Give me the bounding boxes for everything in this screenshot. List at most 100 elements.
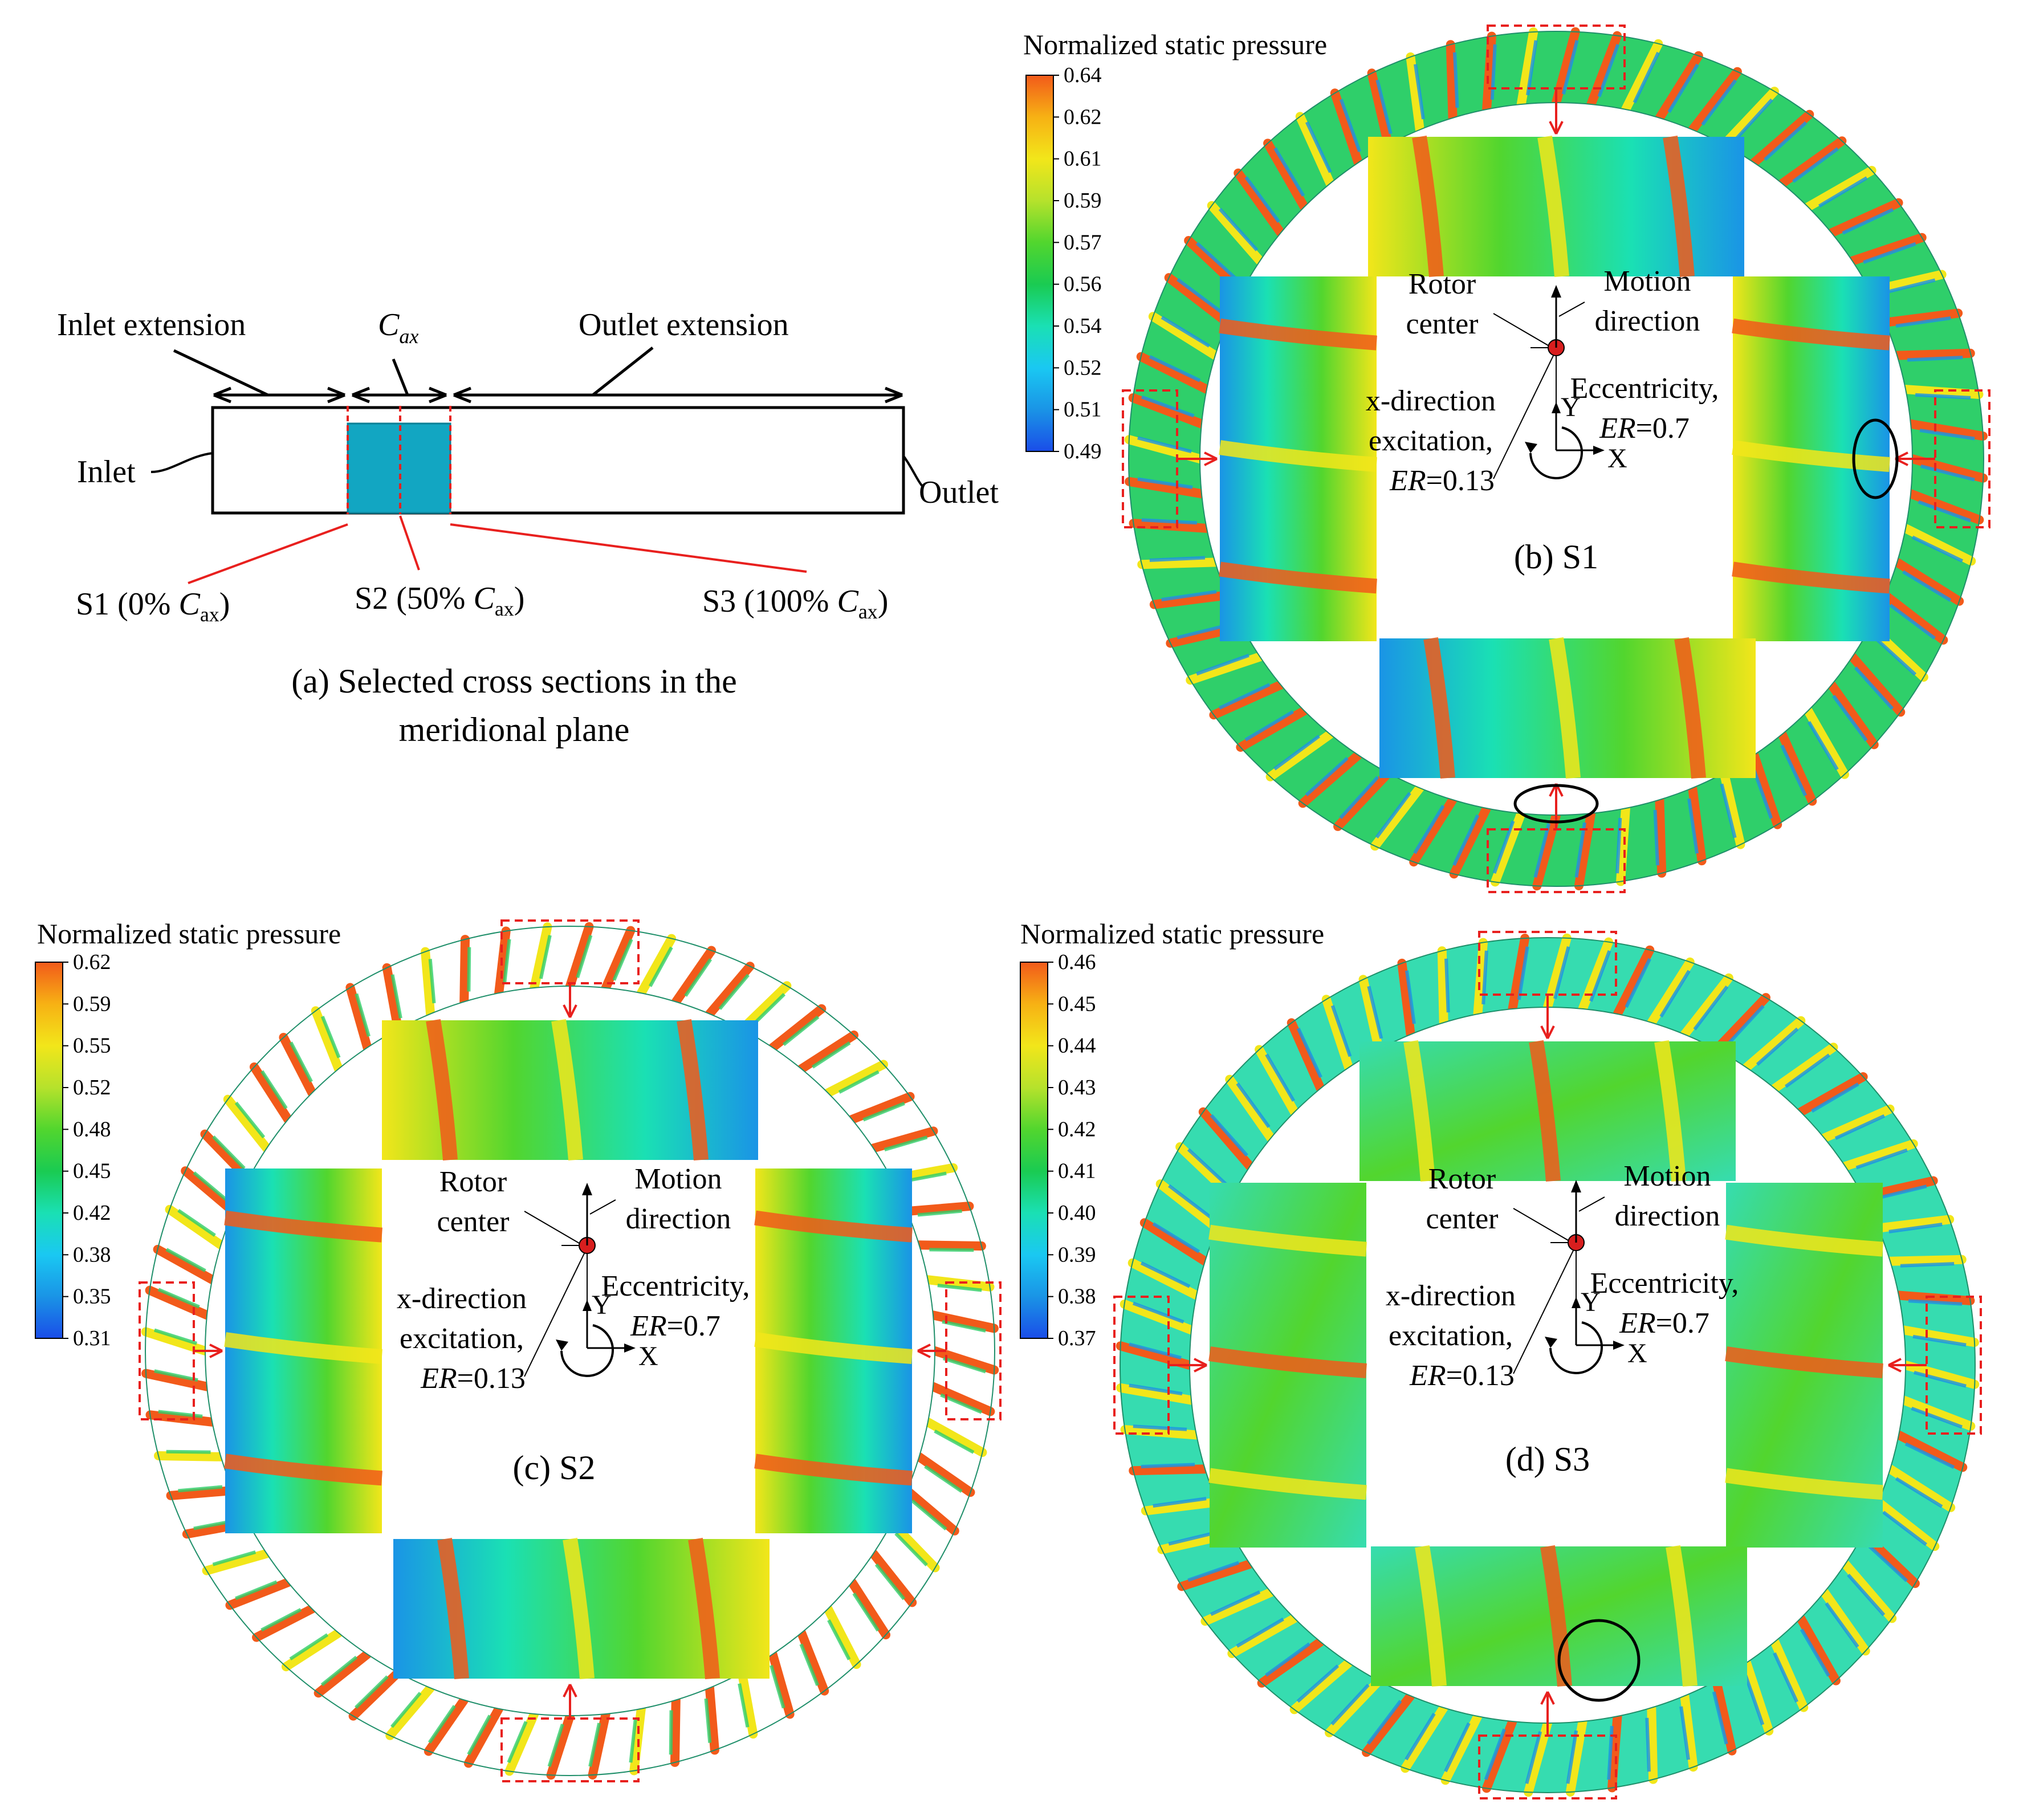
- blade-passage-shade: [1825, 1602, 1859, 1648]
- blade-passage-streak: [565, 922, 594, 991]
- zoom-box: [1926, 1296, 1982, 1435]
- blade-passage-streak: [463, 1704, 504, 1768]
- blade-passage-streak: [671, 946, 717, 1007]
- blade-passage-shade: [1720, 783, 1737, 838]
- zoomed-passage-insets: [1219, 135, 1890, 779]
- panel-a-caption-line1: (a) Selected cross sections in the: [291, 662, 736, 700]
- blade-passage-streak: [823, 1060, 888, 1098]
- blade-passage-streak: [1827, 680, 1879, 750]
- blade-passage-streak: [1532, 811, 1561, 891]
- inset-streak: [1412, 135, 1444, 278]
- blade-passage-shade: [154, 1328, 198, 1345]
- blade-passage-shade: [648, 946, 673, 987]
- blade-passage-shade: [1187, 1148, 1230, 1187]
- colorbar-title: Normalized static pressure: [1020, 918, 1324, 950]
- blade-passage-streak: [1719, 768, 1745, 849]
- blade-passage-streak: [1289, 1658, 1354, 1715]
- blade-passage-shade: [1525, 1731, 1542, 1784]
- blade-passage-streak: [546, 1711, 575, 1780]
- blade-passage-streak: [1841, 1559, 1897, 1623]
- blade-passage-streak: [1508, 934, 1530, 1014]
- panel-caption: (b) S1: [1514, 538, 1598, 576]
- blade-passage-shade: [874, 1563, 906, 1601]
- motion-leader: [1558, 302, 1585, 317]
- blade-passage-shade: [1218, 683, 1271, 710]
- rotor-annotation: XYRotorcenterMotiondirectionEccentricity…: [397, 1163, 750, 1395]
- blade-passage-streak: [1164, 273, 1232, 327]
- blade-passage-streak: [1255, 1045, 1299, 1117]
- blade-passage-streak: [1440, 1711, 1483, 1785]
- blade-passage-streak: [928, 1382, 995, 1416]
- colorbar-tick-label: 0.38: [73, 1243, 111, 1267]
- blade-passage-streak: [1148, 312, 1220, 360]
- blade-passage-shade: [1149, 355, 1201, 382]
- blade-passage-shade: [1177, 278, 1223, 314]
- rotor-center-label: Rotor: [1428, 1163, 1496, 1195]
- blade-passage-shade: [1141, 395, 1195, 418]
- inset-streak: [1219, 440, 1377, 472]
- blade-passage-streak: [1899, 1325, 1979, 1347]
- colorbar: Normalized static pressure0.620.590.550.…: [35, 918, 341, 1350]
- blade-passage-shade: [1141, 518, 1198, 525]
- blade-passage-shade: [1218, 207, 1259, 251]
- eccentricity-ratio-label: ER=0.7: [1599, 412, 1690, 445]
- blade-passage-shade: [629, 1718, 637, 1763]
- x-direction-ratio-label: ER=0.13: [1389, 465, 1495, 497]
- inset-streak: [1674, 637, 1706, 779]
- blade-passage-shade: [1444, 958, 1450, 1013]
- blade-passage-streak: [1874, 1215, 1955, 1233]
- outlet-extension-label: Outlet extension: [579, 307, 789, 343]
- inset-streak: [426, 1019, 458, 1161]
- colorbar-tick-label: 0.40: [1058, 1201, 1096, 1225]
- blade-passage-streak: [1892, 348, 1975, 360]
- inset-streak: [688, 1537, 720, 1680]
- inset-streak: [1549, 637, 1581, 779]
- blade-passage-streak: [1885, 1255, 1967, 1266]
- blade-passage-shade: [1375, 79, 1393, 135]
- blade-passage-streak: [1880, 591, 1948, 645]
- blade-passage-shade: [1625, 958, 1651, 1008]
- inset-streak: [1423, 637, 1455, 779]
- highlight-circle: [1557, 1619, 1641, 1702]
- blade-passage-streak: [1482, 31, 1496, 115]
- colorbar-tick-label: 0.59: [1064, 189, 1102, 213]
- y-axis-arrowhead: [1572, 1297, 1581, 1308]
- y-axis-label: Y: [1581, 1287, 1601, 1317]
- blade-passage-shade: [1574, 822, 1586, 878]
- blade-passage-shade: [1888, 1223, 1943, 1233]
- blade-passage-shade: [234, 1101, 266, 1139]
- blade-passage-streak: [1362, 1691, 1415, 1757]
- section-leaders: [188, 515, 807, 584]
- motion-direction-label: direction: [1615, 1200, 1720, 1232]
- blade-passage-streak: [1885, 1464, 1956, 1512]
- colorbar-tick-label: 0.45: [73, 1159, 111, 1183]
- blade-passage-shade: [1915, 393, 1971, 400]
- blade-passage-shade: [178, 1485, 223, 1493]
- blade-passage-shade: [1566, 1730, 1578, 1784]
- blade-passage-shade: [576, 935, 593, 979]
- blade-passage-streak: [1227, 1614, 1299, 1658]
- blade-passage-streak: [1136, 352, 1212, 394]
- blade-passage-streak: [847, 1578, 891, 1640]
- blade-passage-streak: [1586, 31, 1622, 109]
- blade-passage-streak: [166, 1485, 238, 1500]
- blade-passage-streak: [1257, 1637, 1325, 1688]
- blade-ring: [141, 922, 999, 1780]
- s1-label: S1 (0% Cax): [76, 587, 230, 626]
- motion-direction-label: Motion: [1623, 1160, 1711, 1192]
- blade-passage-streak: [588, 1709, 610, 1780]
- blade-passage-shade: [177, 1208, 216, 1237]
- panel-d-s3-contour: Normalized static pressure0.460.450.440.…: [1020, 918, 1982, 1799]
- blade-passage-streak: [1524, 1719, 1552, 1797]
- blade-passage-shade: [894, 1532, 928, 1566]
- blade-passage-streak: [1894, 1290, 1975, 1305]
- colorbar-tick-label: 0.39: [1058, 1243, 1096, 1267]
- blade-passage-streak: [1680, 973, 1733, 1039]
- blade-passage-shade: [212, 1550, 257, 1566]
- inlet-extension-label: Inlet extension: [57, 307, 246, 343]
- blade-passage-streak: [1749, 109, 1814, 168]
- inset-streak: [224, 1332, 382, 1364]
- blade-passage-streak: [202, 1549, 271, 1575]
- blade-passage-shade: [1444, 1722, 1471, 1773]
- zoom-box: [1934, 389, 1990, 528]
